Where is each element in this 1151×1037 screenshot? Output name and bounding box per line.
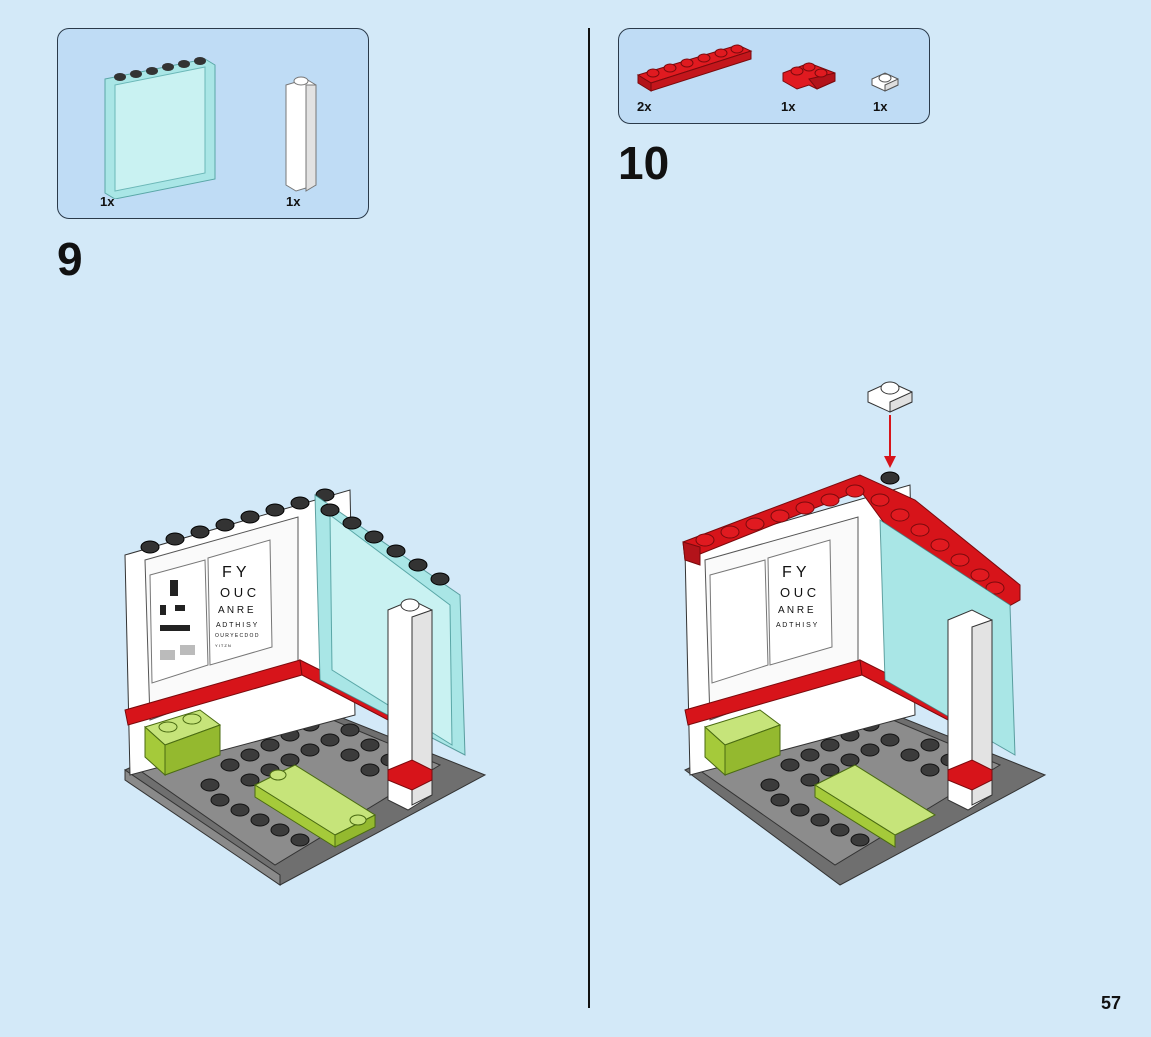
eye-chart-row-3: A N R E <box>218 605 254 616</box>
white-column <box>387 598 433 811</box>
eye-chart-row-5: O U R Y E C D O D <box>215 633 259 639</box>
eye-chart-row-1-step10: F Y <box>782 564 807 581</box>
white-plate-1x1-icon <box>871 72 899 92</box>
lime-bench-plate <box>253 764 377 848</box>
step-9-part-1-qty: 1x <box>100 194 115 209</box>
red-corner-plate-icon <box>782 62 836 90</box>
step-10-number: 10 <box>618 137 670 189</box>
page-number: 57 <box>1100 993 1121 1013</box>
placement-arrow-head <box>884 456 896 468</box>
window-panel-icon <box>104 57 216 199</box>
eye-chart-row-2: O U C <box>220 585 256 600</box>
page-divider <box>588 28 590 1008</box>
eye-chart-symbols <box>160 580 195 660</box>
step-9-part-2-qty: 1x <box>286 194 301 209</box>
step-9-parts-callout: 1x 1x <box>57 28 369 219</box>
step-10-part-1-qty: 2x <box>637 99 652 114</box>
white-column-icon <box>285 76 317 192</box>
eye-chart-row-1: F Y <box>222 564 247 581</box>
lime-brick-small <box>144 709 222 777</box>
step-9-number: 9 <box>57 233 83 285</box>
eye-chart-row-2-step10: O U C <box>780 585 816 600</box>
eye-chart-row-4: A D T H I S Y <box>216 622 258 629</box>
step-10-part-3-qty: 1x <box>873 99 888 114</box>
step-10-parts-callout: 2x 1x 1x <box>618 28 930 124</box>
eye-chart-row-6: Y I T Z N <box>215 643 231 648</box>
step-9-model-illustration: F Y O U C A N R E A D T H I S Y O U R Y … <box>124 488 487 886</box>
eye-chart-row-3-step10: A N R E <box>778 605 814 616</box>
eye-chart-row-4-step10: A D T H I S Y <box>776 622 818 629</box>
step-10-model-illustration: F Y O U C A N R E A D T H I S Y <box>682 381 1047 886</box>
falling-white-plate <box>867 381 913 413</box>
step-10-part-2-qty: 1x <box>781 99 796 114</box>
red-plate-1x6-icon <box>636 44 753 92</box>
